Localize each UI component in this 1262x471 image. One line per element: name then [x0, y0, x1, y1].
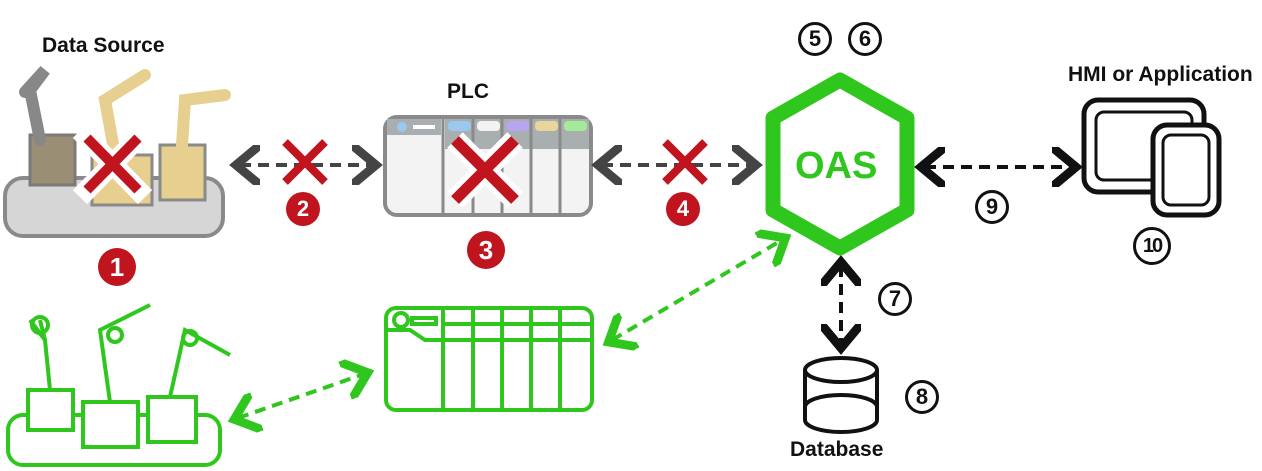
step-2-badge: 2 — [286, 192, 320, 226]
step-9-badge: 9 — [975, 190, 1009, 224]
oas-label: OAS — [795, 145, 878, 187]
step-6-badge: 6 — [848, 22, 882, 56]
failure-x-icon — [662, 139, 708, 185]
oas-hexagon-icon — [765, 72, 915, 256]
plc-label: PLC — [447, 80, 489, 103]
backup-data-source-robots-icon — [6, 303, 231, 467]
link-backup-plc-oas — [612, 240, 782, 340]
failure-x-icon — [72, 123, 153, 205]
database-label: Database — [790, 438, 884, 461]
database-icon — [803, 356, 879, 434]
step-5-badge: 5 — [798, 22, 832, 56]
step-8-badge: 8 — [905, 380, 939, 414]
step-1-badge: 1 — [98, 248, 136, 286]
failure-x-icon — [282, 139, 328, 185]
step-3-badge: 3 — [467, 231, 505, 269]
hmi-label: HMI or Application — [1068, 63, 1253, 86]
step-4-badge: 4 — [666, 192, 700, 226]
data-source-label: Data Source — [42, 34, 165, 57]
hmi-devices-icon — [1081, 97, 1222, 218]
link-backup-source-plc — [238, 374, 364, 418]
backup-plc-icon — [384, 306, 594, 412]
failure-x-icon — [447, 132, 523, 208]
step-10-badge: 10 — [1133, 227, 1171, 265]
step-7-badge: 7 — [878, 282, 912, 316]
